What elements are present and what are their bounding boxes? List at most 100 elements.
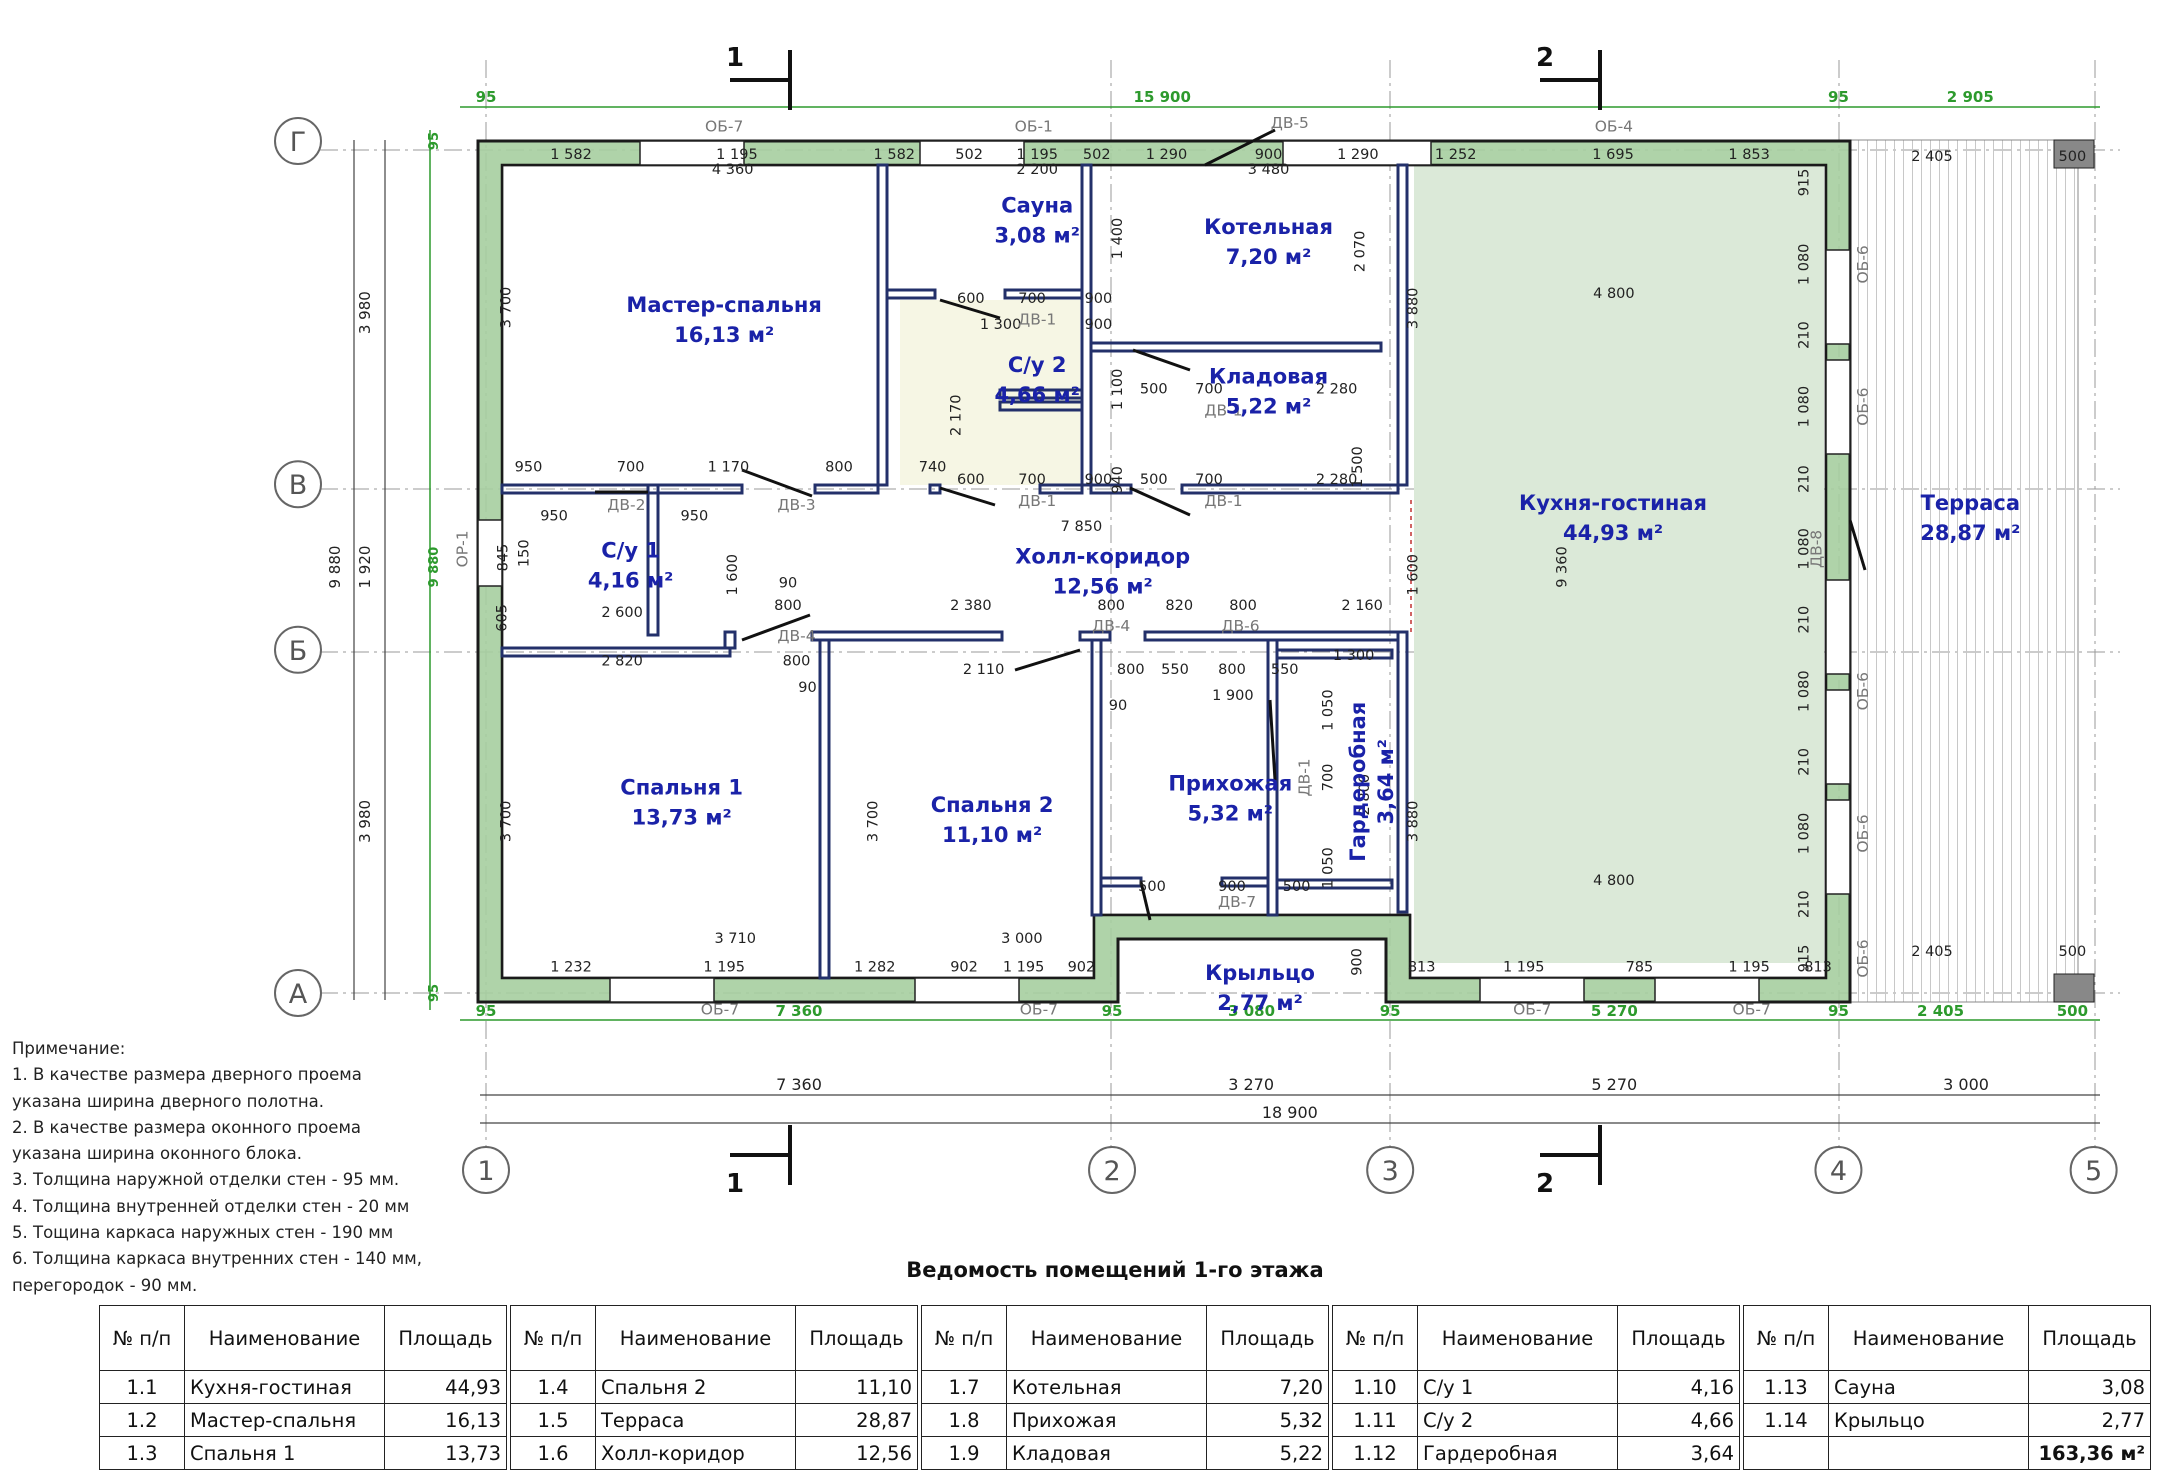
dim-label: 700 — [1195, 472, 1223, 488]
dim-label: 3 710 — [714, 931, 756, 947]
dim-label: 2 160 — [1341, 598, 1383, 614]
note-line: 1. В качестве размера дверного проема — [12, 1065, 362, 1085]
dim-label: 950 — [681, 508, 709, 524]
dim-label: 500 — [1140, 472, 1168, 488]
room-name: С/у 1 — [601, 539, 660, 563]
dim-label: 95 — [1828, 1002, 1849, 1020]
opening-label: ОБ-7 — [1733, 1001, 1771, 1019]
axis-label: 1 — [477, 1156, 494, 1187]
opening-label: ОБ-6 — [1854, 939, 1872, 977]
room-name: Прихожая — [1168, 771, 1292, 795]
opening-label: ОБ-6 — [1854, 672, 1872, 710]
dim-label: 95 — [476, 1002, 497, 1020]
dim-label: 500 — [1140, 382, 1168, 398]
dim-label: 950 — [515, 459, 543, 475]
dim-label: 95 — [427, 984, 442, 1002]
opening-label: ДВ-1 — [1204, 492, 1242, 510]
opening-label: ДВ-1 — [1018, 492, 1056, 510]
dim-label: 2 380 — [950, 598, 992, 614]
dim-label: 3 880 — [1405, 288, 1421, 330]
axis-bubble — [274, 969, 322, 1017]
dim-label: 2 070 — [1353, 231, 1369, 273]
windows — [477, 140, 1851, 1003]
dim-label: 940 — [1110, 466, 1126, 494]
room-area: 11,10 м² — [942, 823, 1042, 847]
note-line: 2. В качестве размера оконного проема — [12, 1117, 362, 1137]
dim-label: 15 900 — [1134, 88, 1191, 106]
dim-label: 3 270 — [1228, 1075, 1274, 1094]
dim-label: 900 — [1085, 291, 1113, 307]
room-name: Спальня 2 — [931, 793, 1054, 817]
section-label: 1 — [726, 43, 744, 73]
axis-bubble — [274, 625, 322, 674]
dim-label: 90 — [798, 680, 816, 696]
dim-label: 550 — [1161, 662, 1189, 678]
opening-label: ОБ-6 — [1854, 387, 1872, 425]
dim-label: 5 270 — [1591, 1075, 1637, 1094]
terrace-deck — [1849, 139, 2079, 1003]
dim-label: 2 800 — [1357, 774, 1373, 816]
section-label: 2 — [1536, 1169, 1554, 1199]
opening-label: ДВ-3 — [777, 496, 815, 514]
dim-label: 605 — [494, 604, 510, 632]
dim-label: 550 — [1271, 662, 1299, 678]
dim-label: 95 — [476, 88, 497, 106]
dim-label: 1 600 — [725, 554, 741, 596]
dim-label: 2 405 — [1917, 1002, 1964, 1020]
dim-label: 800 — [1229, 598, 1257, 614]
dim-label: 700 — [617, 459, 645, 475]
axis-bubble — [2069, 1146, 2118, 1194]
room-name: Кладовая — [1209, 364, 1328, 388]
dim-label: 2 280 — [1316, 382, 1358, 398]
axis-label: А — [289, 979, 308, 1010]
dim-label: 500 — [2059, 944, 2087, 960]
room-area: 5,22 м² — [1226, 394, 1312, 418]
dim-label: 502 — [1083, 147, 1111, 163]
dim-label: 1 500 — [1350, 446, 1366, 488]
axis-label: 3 — [1382, 1156, 1399, 1187]
dim-label: 7 360 — [776, 1075, 822, 1094]
dim-label: 600 — [957, 291, 985, 307]
room-area: 3,08 м² — [994, 224, 1080, 248]
opening-label: ДВ-2 — [607, 496, 645, 514]
axis-bubble — [1088, 1146, 1137, 1194]
table-row: 163,36 м² — [1743, 1436, 2151, 1470]
opening-label: ДВ-7 — [1218, 893, 1256, 911]
dim-label: 1 582 — [874, 147, 916, 163]
opening-label: ОБ-7 — [1513, 1001, 1551, 1019]
axis-label: В — [289, 470, 308, 501]
dim-label: 700 — [1018, 291, 1046, 307]
opening-label: ДВ-6 — [1221, 617, 1259, 635]
section-label: 2 — [1536, 43, 1554, 73]
room-name: Гардеробная — [1346, 702, 1370, 862]
dim-label: 150 — [517, 539, 533, 567]
room-name: Терраса — [1921, 491, 2020, 515]
opening-label: ДВ-4 — [1092, 617, 1130, 635]
dim-label: 1 080 — [1797, 386, 1813, 428]
dim-label: 915 — [1797, 945, 1813, 973]
dimension-lines — [429, 106, 2100, 1021]
kitchen-fill — [1414, 166, 1824, 963]
note-line: Примечание: — [12, 1039, 126, 1058]
dim-label: 1 195 — [716, 147, 758, 163]
dim-label: 3 980 — [356, 800, 374, 843]
dim-label: 210 — [1797, 890, 1813, 918]
dim-label: 210 — [1797, 606, 1813, 634]
dim-label: 1 400 — [1110, 218, 1126, 260]
room-area: 44,93 м² — [1563, 521, 1663, 545]
opening-label: ДВ-4 — [777, 627, 815, 645]
room-area: 4,16 м² — [588, 569, 674, 593]
room-area: 7,20 м² — [1226, 245, 1312, 269]
